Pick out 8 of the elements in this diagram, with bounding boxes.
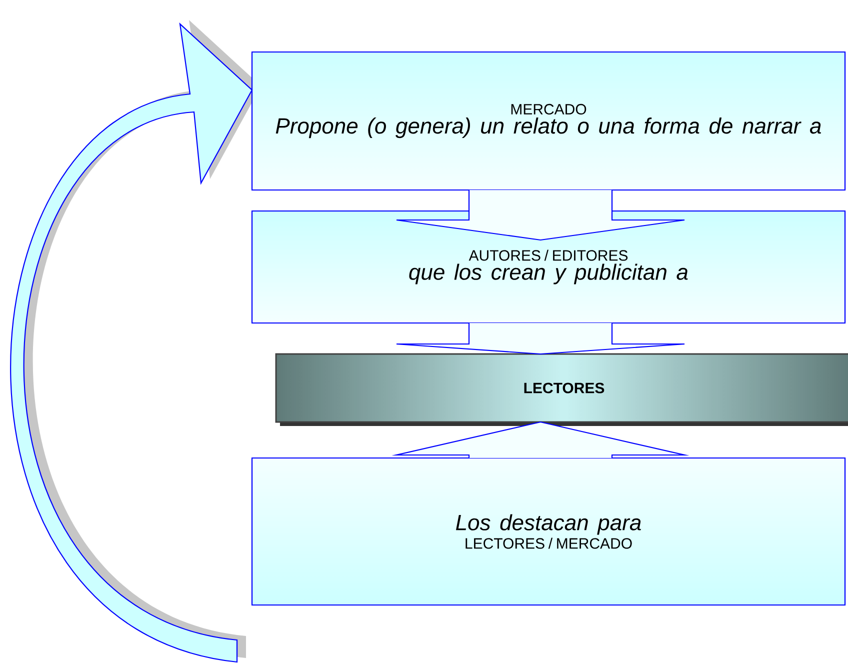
block-arrow (392, 421, 690, 459)
block-arrow (396, 322, 686, 355)
title-bar: LECTORES (275, 353, 848, 423)
process-box: MERCADO Propone (o genera) un relato o una forma de narrar a (251, 51, 846, 191)
process-box: AUTORES / EDITORES que los crean y publicitan a (251, 210, 846, 324)
process-box: Los destacan para LECTORES / MERCADO (251, 457, 846, 606)
block-arrow (396, 189, 686, 241)
curved-arrow (10, 23, 253, 663)
